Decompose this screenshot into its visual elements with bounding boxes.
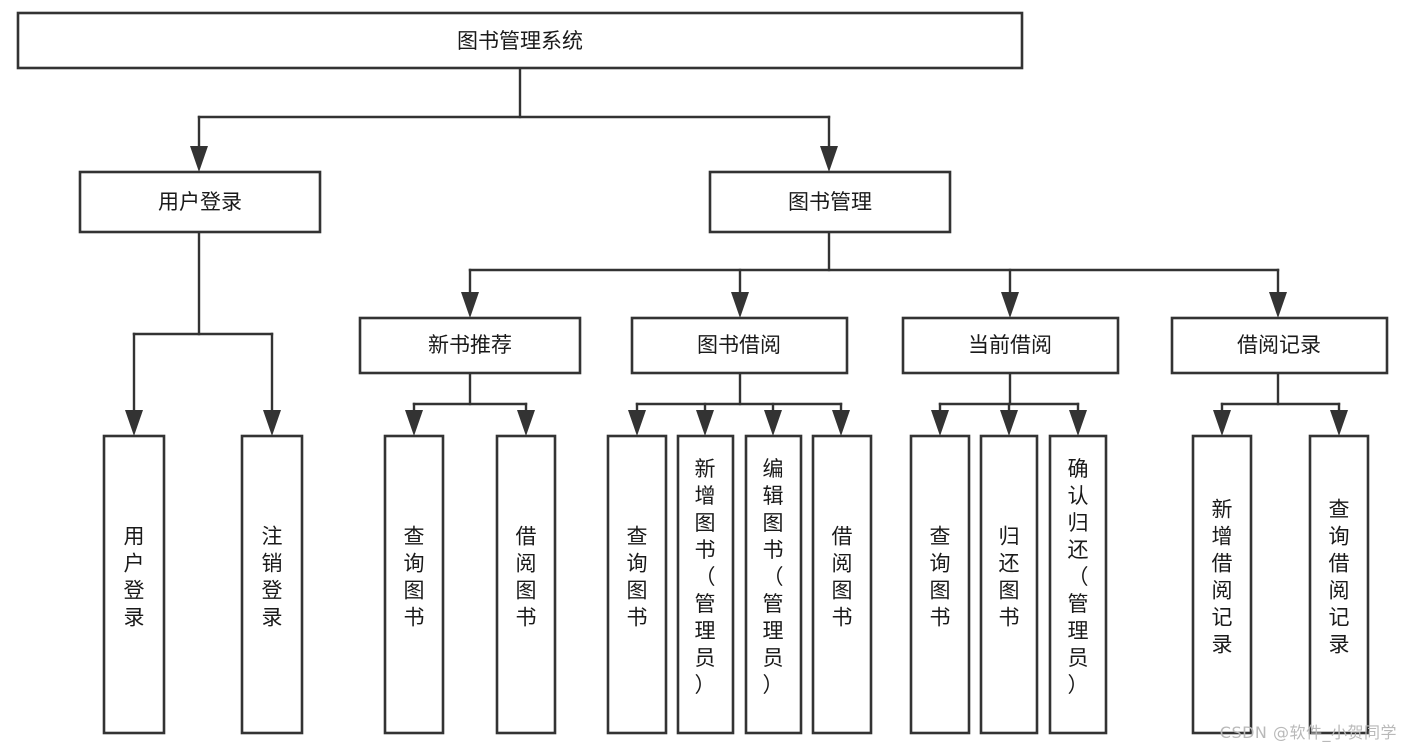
leaf-confirm-return[interactable]: 确认归还（管理员） — [1048, 434, 1108, 735]
leaf-confirm-return-box[interactable] — [1048, 434, 1108, 735]
arrow-bb-to-leaf1 — [628, 410, 646, 436]
leaf-query-record-box[interactable] — [1308, 434, 1370, 735]
node-current-borrow-label: 当前借阅 — [968, 333, 1052, 357]
arrow-user-login-to-leaf1 — [125, 410, 143, 436]
node-book-borrow-box[interactable] — [630, 316, 849, 375]
leaf-query-book-3-box[interactable] — [909, 434, 971, 735]
arrow-bm-to-current-borrow — [1001, 292, 1019, 318]
leaf-return-book-label: 归还图书 — [999, 525, 1020, 630]
node-new-book-rec-label: 新书推荐 — [428, 333, 512, 357]
node-borrow-record-label: 借阅记录 — [1237, 333, 1321, 357]
leaf-user-logout[interactable]: 注销登录 — [240, 434, 304, 735]
node-book-manage[interactable]: 图书管理 — [708, 170, 952, 234]
leaf-add-book-box[interactable] — [676, 434, 735, 735]
leaf-user-logout-label: 注销登录 — [262, 525, 283, 630]
node-root-label: 图书管理系统 — [457, 29, 583, 53]
leaf-query-book-2-label: 查询图书 — [627, 525, 648, 630]
arrow-root-to-user-login — [190, 146, 208, 172]
leaf-edit-book-box[interactable] — [744, 434, 803, 735]
leaf-borrow-book-2-label: 借阅图书 — [832, 525, 853, 630]
arrow-bb-to-leaf2 — [696, 410, 714, 436]
arrow-bm-to-new-book-rec — [461, 292, 479, 318]
leaf-add-record-label: 新增借阅记录 — [1212, 498, 1233, 657]
arrow-br-to-leaf1 — [1213, 410, 1231, 436]
node-user-login[interactable]: 用户登录 — [78, 170, 322, 234]
leaf-edit-book-label: 编辑图书（管理员） — [763, 457, 784, 697]
node-root-box[interactable] — [16, 11, 1024, 70]
node-user-login-box[interactable] — [78, 170, 322, 234]
arrow-cb-to-leaf3 — [1069, 410, 1087, 436]
leaf-return-book-box[interactable] — [979, 434, 1039, 735]
node-book-borrow[interactable]: 图书借阅 — [630, 316, 849, 375]
leaf-user-login-box[interactable] — [102, 434, 166, 735]
leaf-query-book-2[interactable]: 查询图书 — [606, 434, 668, 735]
arrow-cb-to-leaf2 — [1000, 410, 1018, 436]
leaf-add-record-box[interactable] — [1191, 434, 1253, 735]
leaf-user-logout-box[interactable] — [240, 434, 304, 735]
leaf-add-book-label: 新增图书（管理员） — [695, 457, 716, 697]
arrow-nbr-to-leaf2 — [517, 410, 535, 436]
leaf-return-book[interactable]: 归还图书 — [979, 434, 1039, 735]
leaf-add-record[interactable]: 新增借阅记录 — [1191, 434, 1253, 735]
node-book-borrow-label: 图书借阅 — [697, 333, 781, 357]
connector-layer — [125, 66, 1348, 436]
node-borrow-record[interactable]: 借阅记录 — [1170, 316, 1389, 375]
node-current-borrow-box[interactable] — [901, 316, 1120, 375]
leaf-edit-book[interactable]: 编辑图书（管理员） — [744, 434, 803, 735]
arrow-br-to-leaf2 — [1330, 410, 1348, 436]
leaf-borrow-book-2[interactable]: 借阅图书 — [811, 434, 873, 735]
node-user-login-label: 用户登录 — [158, 190, 242, 214]
arrow-bb-to-leaf3 — [764, 410, 782, 436]
leaf-user-login[interactable]: 用户登录 — [102, 434, 166, 735]
leaf-borrow-book-2-box[interactable] — [811, 434, 873, 735]
arrow-user-login-to-leaf2 — [263, 410, 281, 436]
leaf-user-login-label: 用户登录 — [124, 525, 145, 630]
leaf-confirm-return-label: 确认归还（管理员） — [1068, 457, 1089, 697]
arrow-bb-to-leaf4 — [832, 410, 850, 436]
leaf-query-book-1-box[interactable] — [383, 434, 445, 735]
node-book-manage-label: 图书管理 — [788, 190, 872, 214]
arrow-nbr-to-leaf1 — [405, 410, 423, 436]
arrow-root-to-book-manage — [820, 146, 838, 172]
node-book-manage-box[interactable] — [708, 170, 952, 234]
leaf-query-book-1[interactable]: 查询图书 — [383, 434, 445, 735]
node-new-book-rec[interactable]: 新书推荐 — [358, 316, 582, 375]
node-borrow-record-box[interactable] — [1170, 316, 1389, 375]
leaf-borrow-book-1-label: 借阅图书 — [516, 525, 537, 630]
leaf-borrow-book-1-box[interactable] — [495, 434, 557, 735]
leaf-query-record-label: 查询借阅记录 — [1329, 498, 1350, 657]
leaf-query-book-2-box[interactable] — [606, 434, 668, 735]
arrow-cb-to-leaf1 — [931, 410, 949, 436]
node-root[interactable]: 图书管理系统 — [16, 11, 1024, 70]
leaf-add-book[interactable]: 新增图书（管理员） — [676, 434, 735, 735]
leaf-query-record[interactable]: 查询借阅记录 — [1308, 434, 1370, 735]
leaf-query-book-3-label: 查询图书 — [930, 525, 951, 630]
leaf-query-book-3[interactable]: 查询图书 — [909, 434, 971, 735]
leaf-query-book-1-label: 查询图书 — [404, 525, 425, 630]
leaf-borrow-book-1[interactable]: 借阅图书 — [495, 434, 557, 735]
node-current-borrow[interactable]: 当前借阅 — [901, 316, 1120, 375]
arrow-bm-to-book-borrow — [731, 292, 749, 318]
node-new-book-rec-box[interactable] — [358, 316, 582, 375]
arrow-bm-to-borrow-record — [1269, 292, 1287, 318]
